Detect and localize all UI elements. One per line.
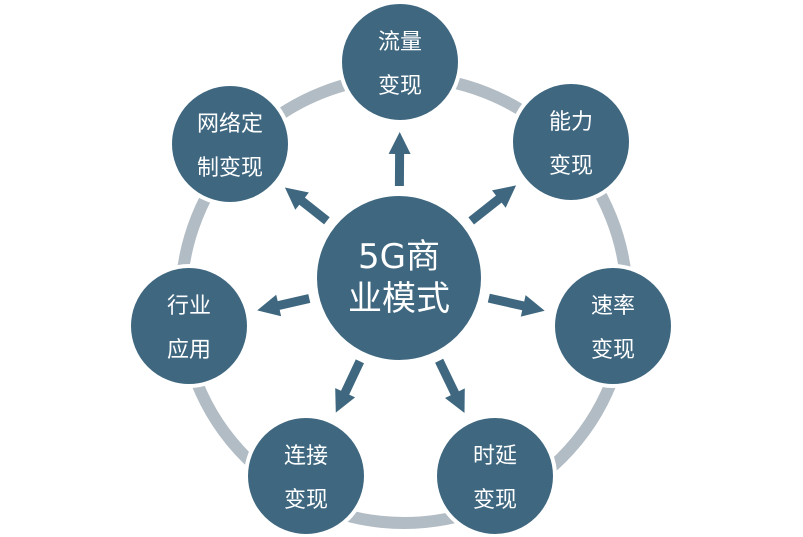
node-circle	[551, 264, 675, 388]
node-label-line-1: 流量	[378, 30, 422, 55]
node-industry-application: 行业 应用	[127, 264, 251, 388]
arrow-4	[335, 359, 364, 413]
node-label-line-1: 速率	[591, 294, 635, 319]
node-connection-monetization: 连接 变现	[244, 414, 368, 537]
arrow-0	[388, 132, 411, 186]
node-label-line-2: 变现	[473, 488, 517, 513]
node-label-line-1: 行业	[167, 294, 211, 319]
node-traffic-monetization: 流量 变现	[338, 0, 462, 124]
arrow-5	[257, 294, 311, 317]
node-circle	[509, 80, 633, 204]
node-speed-monetization: 速率 变现	[551, 264, 675, 388]
arrows-group	[257, 132, 545, 413]
node-circle	[433, 414, 557, 537]
node-label-line-2: 变现	[591, 338, 635, 363]
arrow-2	[487, 293, 545, 317]
node-label-line-2: 变现	[378, 74, 422, 99]
node-network-customization: 网络定 制变现	[168, 82, 292, 206]
node-label-line-2: 应用	[167, 338, 211, 363]
arrow-1	[468, 185, 517, 225]
center-node: 5G商 业模式	[313, 192, 485, 364]
node-circle	[338, 0, 462, 124]
node-circle	[244, 414, 368, 537]
arrow-6	[284, 187, 330, 225]
node-label-line-2: 变现	[284, 488, 328, 513]
node-capability-monetization: 能力 变现	[509, 80, 633, 204]
node-label-line-1: 能力	[549, 110, 593, 135]
node-circle	[168, 82, 292, 206]
node-label-line-1: 网络定	[197, 112, 263, 137]
node-label-line-2: 变现	[549, 154, 593, 179]
node-label-line-2: 制变现	[197, 156, 263, 181]
node-label-line-1: 连接	[284, 444, 328, 469]
node-label-line-1: 时延	[473, 444, 517, 469]
center-circle	[313, 192, 485, 364]
center-label-line-1: 5G商	[358, 237, 440, 277]
node-circle	[127, 264, 251, 388]
center-label-line-2: 业模式	[348, 279, 450, 319]
arrow-3	[435, 358, 465, 413]
node-latency-monetization: 时延 变现	[433, 414, 557, 537]
